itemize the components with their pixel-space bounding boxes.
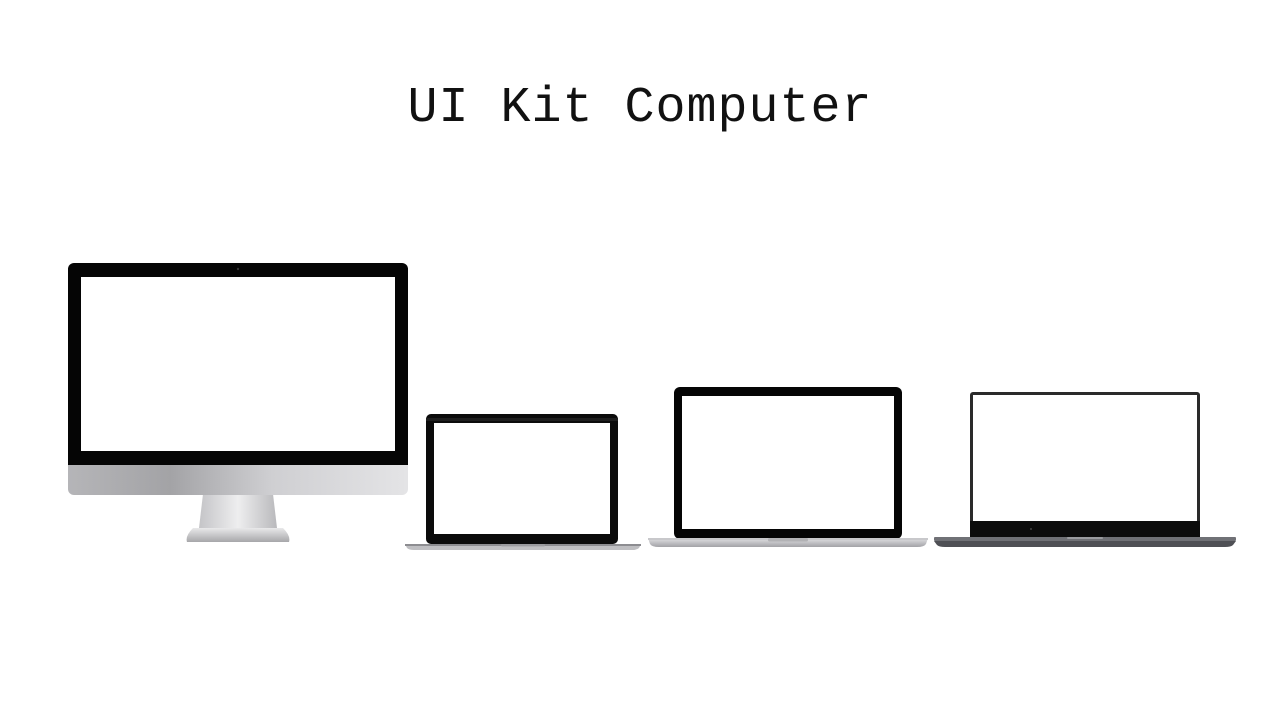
imac-device: [67, 262, 409, 544]
laptop-small-screen: [434, 423, 610, 534]
imac-illustration: [68, 263, 408, 542]
laptop-medium-illustration: [648, 387, 928, 547]
imac-foot: [186, 528, 290, 542]
page-title: UI Kit Computer: [407, 80, 873, 137]
imac-camera: [236, 267, 240, 271]
imac-stand: [199, 494, 277, 528]
laptop-small-device: [404, 413, 642, 551]
laptop-small-illustration: [405, 414, 641, 550]
laptop-wide-device: [933, 391, 1237, 549]
laptop-wide-camera: [1030, 528, 1032, 530]
laptop-wide-illustration: [934, 392, 1236, 547]
imac-screen: [81, 277, 395, 451]
laptop-medium-device: [647, 386, 929, 550]
laptop-wide-chin: [970, 521, 1200, 538]
laptop-medium-screen: [682, 396, 894, 529]
laptop-medium-notch: [768, 538, 808, 542]
laptop-wide-screen: [973, 395, 1197, 521]
laptop-medium-base: [648, 538, 928, 547]
